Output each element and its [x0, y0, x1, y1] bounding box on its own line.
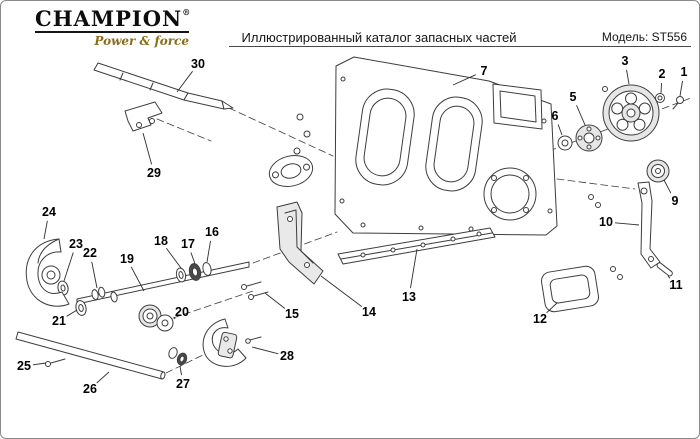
part-number-3: 3 [621, 54, 629, 68]
part-gear-20 [138, 304, 174, 332]
leader-line [96, 371, 110, 384]
leader-line [660, 82, 662, 94]
part-number-16: 16 [205, 225, 219, 239]
model-label: Модель: ST556 [601, 30, 687, 44]
part-bracket-14 [276, 201, 324, 285]
leader-line [264, 292, 286, 309]
leader-line [546, 302, 558, 314]
brand-tagline: Power & force [35, 31, 189, 48]
leader-line [190, 252, 196, 265]
part-bracket-10 [637, 181, 661, 269]
part-number-18: 18 [154, 234, 168, 248]
part-rod-bracket [124, 101, 163, 132]
part-auger-segment-28 [202, 318, 262, 367]
part-number-25: 25 [17, 359, 31, 373]
part-number-22: 22 [83, 246, 97, 260]
part-bolt-25 [45, 358, 66, 367]
page-title: Иллюстрированный каталог запасных частей [241, 30, 517, 45]
part-number-9: 9 [671, 194, 679, 208]
leader-line [63, 252, 74, 282]
leader-line [614, 222, 640, 226]
leader-line [663, 179, 672, 194]
champion-logo: CHAMPION® Power & force [35, 6, 192, 48]
leader-line [43, 220, 48, 240]
leader-line [679, 80, 683, 97]
part-number-20: 20 [175, 305, 189, 319]
leader-line [32, 362, 47, 366]
part-number-14: 14 [362, 305, 376, 319]
part-number-29: 29 [147, 166, 161, 180]
part-ring-6 [557, 135, 573, 151]
leader-line [667, 275, 671, 279]
part-number-1: 1 [680, 65, 688, 79]
leader-line [142, 132, 153, 165]
part-number-23: 23 [69, 237, 83, 251]
part-washer-23 [57, 280, 69, 296]
part-number-27: 27 [176, 377, 190, 391]
part-washer-16 [202, 262, 212, 276]
part-number-19: 19 [120, 252, 134, 266]
brand-name: CHAMPION® [35, 6, 192, 31]
part-number-13: 13 [402, 290, 416, 304]
leader-line [130, 266, 145, 292]
header-divider [229, 46, 691, 47]
part-pulley [602, 84, 660, 142]
part-number-7: 7 [480, 64, 488, 78]
part-number-21: 21 [52, 314, 66, 328]
registered-mark: ® [182, 7, 192, 17]
part-pin-11 [656, 262, 673, 277]
leader-line [206, 240, 211, 263]
leader-line [165, 247, 182, 269]
part-nut-2 [655, 93, 665, 103]
leader-line [91, 261, 98, 289]
part-number-5: 5 [569, 90, 577, 104]
part-side-flange [268, 155, 314, 187]
leader-line [410, 248, 418, 289]
leader-line [626, 69, 630, 85]
part-frame-12 [541, 265, 599, 313]
part-bushing-22 [91, 286, 106, 301]
part-number-17: 17 [181, 237, 195, 251]
leader-line [557, 124, 563, 136]
part-number-11: 11 [669, 278, 683, 292]
part-chute-collar [492, 83, 543, 130]
part-number-6: 6 [551, 109, 559, 123]
part-number-10: 10 [599, 215, 613, 229]
leader-line [176, 70, 193, 93]
part-bearing-17 [188, 263, 202, 281]
part-chute-rod [93, 62, 234, 110]
leader-line [452, 74, 476, 86]
part-bolts-15 [241, 281, 269, 300]
leader-line [576, 105, 586, 126]
leader-line [179, 365, 182, 376]
part-number-24: 24 [42, 205, 56, 219]
leader-line [66, 309, 78, 317]
part-number-30: 30 [191, 57, 205, 71]
leader-line [173, 317, 176, 320]
part-auger-spiral-24 [25, 238, 70, 307]
part-collar-21 [75, 300, 87, 316]
part-collar-18 [175, 267, 187, 283]
part-number-15: 15 [285, 307, 299, 321]
part-flange-5 [575, 124, 603, 152]
brand-text: CHAMPION [35, 6, 183, 31]
part-scraper-bar [337, 227, 496, 265]
part-number-26: 26 [83, 382, 97, 396]
part-small-pulley-9 [646, 159, 670, 183]
part-collars-27 [168, 347, 188, 366]
part-number-12: 12 [533, 312, 547, 326]
leader-line [251, 346, 279, 355]
part-number-2: 2 [658, 67, 666, 81]
leader-line [320, 275, 363, 307]
part-number-28: 28 [280, 349, 294, 363]
part-shaft-tube-26 [15, 331, 166, 380]
part-bolt-1 [672, 96, 684, 110]
